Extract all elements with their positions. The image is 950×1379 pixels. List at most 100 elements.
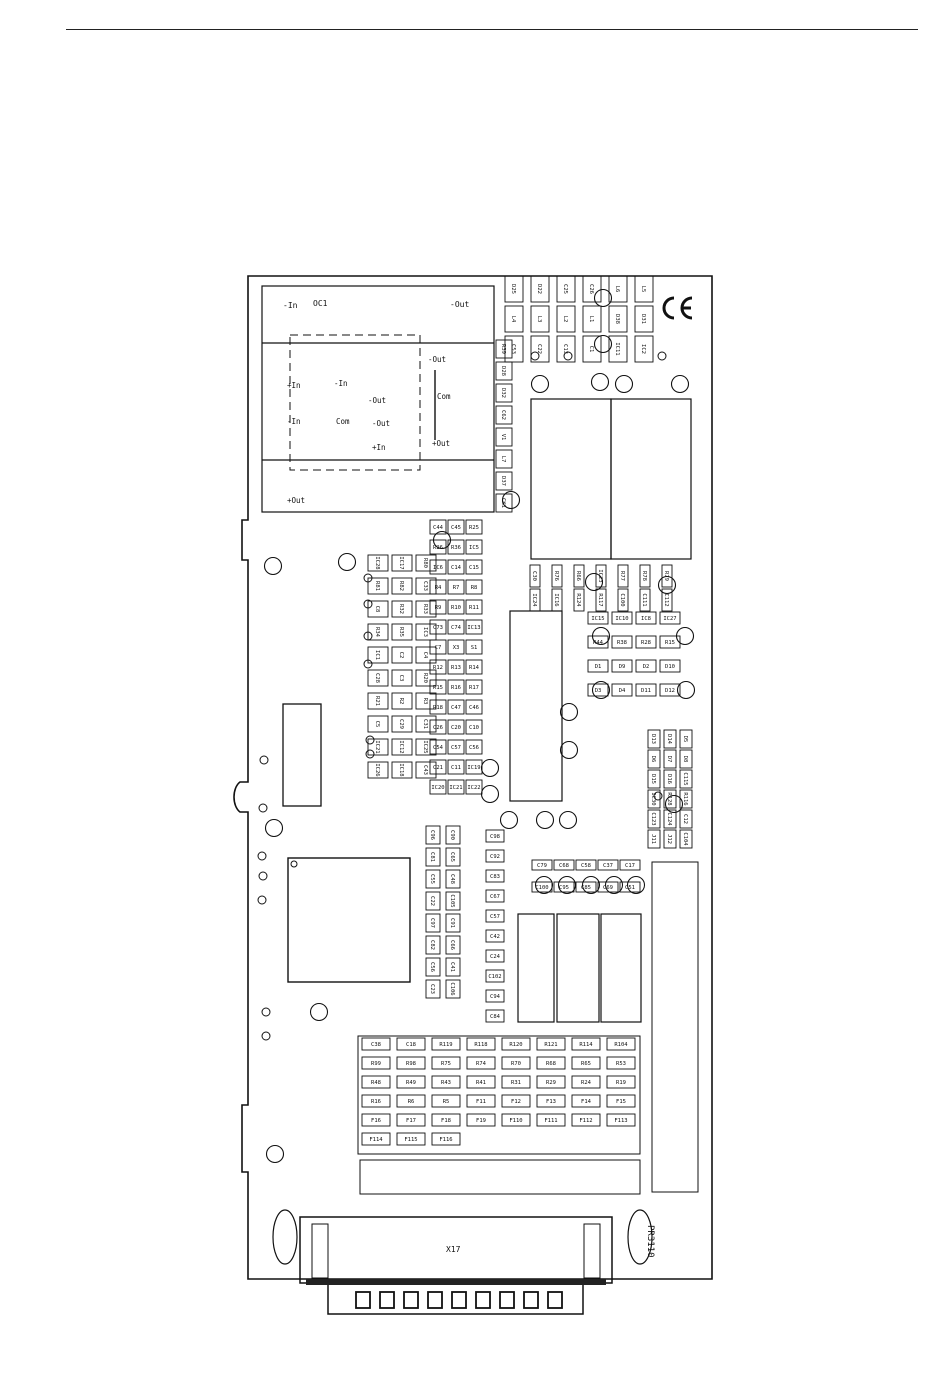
component-designator: R78 xyxy=(641,571,647,581)
component-designator: C123 xyxy=(650,812,656,825)
connector-plate xyxy=(299,1216,613,1315)
component-package xyxy=(361,1132,391,1146)
capacitor-outline xyxy=(530,374,550,394)
component-package xyxy=(447,779,465,795)
component-package xyxy=(485,929,505,943)
component-designator: C95 xyxy=(559,885,569,891)
component-package xyxy=(465,779,483,795)
component-package xyxy=(361,1113,391,1127)
connector-pin xyxy=(403,1291,419,1309)
component-package xyxy=(679,809,693,829)
capacitor-outline xyxy=(593,288,613,308)
component-designator: R5 xyxy=(443,1099,450,1105)
component-designator: C106 xyxy=(449,982,455,995)
component-designator: C98 xyxy=(490,834,500,840)
component-package xyxy=(465,599,483,615)
component-designator: C58 xyxy=(581,863,591,869)
component-package xyxy=(466,1037,496,1051)
capacitor-outline xyxy=(501,490,521,510)
component-package xyxy=(425,979,441,999)
component-package xyxy=(634,305,654,333)
component-package xyxy=(663,789,677,809)
component-designator: D32 xyxy=(500,388,506,398)
component-package xyxy=(582,335,602,363)
component-designator: R114 xyxy=(579,1042,593,1048)
capacitor-outline xyxy=(535,810,555,830)
converter-pin-label: -Out xyxy=(428,355,446,364)
component-designator: R4 xyxy=(435,585,442,591)
component-package xyxy=(575,859,597,871)
component-package xyxy=(573,564,585,588)
component-designator: C1 xyxy=(588,346,594,353)
component-package xyxy=(536,1056,566,1070)
component-package xyxy=(396,1113,426,1127)
component-designator: R65 xyxy=(581,1061,591,1067)
converter-pin-label: -In xyxy=(287,417,301,426)
component-package xyxy=(445,825,461,845)
component-package xyxy=(531,859,553,871)
component-package xyxy=(445,935,461,955)
component-package xyxy=(639,588,651,612)
component-designator: D25 xyxy=(510,284,516,294)
converter-pin-label: -In xyxy=(334,379,348,388)
component-package xyxy=(429,679,447,695)
component-package xyxy=(465,699,483,715)
component-package xyxy=(634,275,654,303)
capacitor-outline xyxy=(263,556,283,576)
component-designator: F19 xyxy=(476,1118,486,1124)
component-designator: C45 xyxy=(451,525,461,531)
component-designator: R17 xyxy=(469,685,479,691)
capacitor-outline xyxy=(337,552,357,572)
test-point xyxy=(259,755,269,765)
component-package xyxy=(465,619,483,635)
component-package xyxy=(465,559,483,575)
capacitor-outline xyxy=(664,794,684,814)
component-designator: D13 xyxy=(650,734,656,744)
converter-pin-label: +Out xyxy=(287,496,305,505)
component-designator: L4 xyxy=(510,316,516,323)
component-package xyxy=(391,646,413,664)
component-designator: L2 xyxy=(562,316,568,323)
component-designator: R119 xyxy=(439,1042,452,1048)
component-package xyxy=(415,669,437,687)
component-package xyxy=(367,692,389,710)
component-package xyxy=(611,683,633,697)
component-designator: IC28 xyxy=(374,556,380,569)
round-capacitors xyxy=(257,288,696,1164)
component-designator: C68 xyxy=(559,863,569,869)
component-designator: R15 xyxy=(433,685,443,691)
component-designator: F13 xyxy=(546,1099,556,1105)
component-designator: V1 xyxy=(500,434,506,441)
component-designator: R28 xyxy=(641,640,651,646)
component-designator: C57 xyxy=(451,745,461,751)
component-designator: R76 xyxy=(553,571,559,581)
test-point xyxy=(365,749,375,759)
component-package xyxy=(466,1056,496,1070)
component-designator: R99 xyxy=(371,1061,381,1067)
component-designator: D4 xyxy=(619,688,626,694)
component-package xyxy=(415,692,437,710)
component-designator: D22 xyxy=(536,284,542,294)
component-package xyxy=(465,719,483,735)
component-designator: F114 xyxy=(369,1137,383,1143)
component-package xyxy=(465,639,483,655)
component-designator: R80 xyxy=(422,558,428,568)
component-package xyxy=(391,738,413,756)
component-package xyxy=(485,909,505,923)
component-designator: L3 xyxy=(536,316,542,323)
component-designator: C33 xyxy=(422,581,428,591)
component-package xyxy=(465,679,483,695)
component-designator: C22 xyxy=(429,896,435,906)
capacitor-outline xyxy=(657,575,677,595)
component-package xyxy=(597,859,619,871)
component-designator: R44 xyxy=(593,640,604,646)
component-designator: C4 xyxy=(422,652,428,659)
component-designator: IC13 xyxy=(467,625,480,631)
component-package xyxy=(447,619,465,635)
component-designator: C22 xyxy=(536,344,542,354)
component-designator: D6 xyxy=(650,756,656,763)
component-designator: C41 xyxy=(449,962,455,972)
component-designator: C65 xyxy=(449,852,455,862)
component-designator: D31 xyxy=(640,314,646,324)
component-package xyxy=(445,847,461,867)
